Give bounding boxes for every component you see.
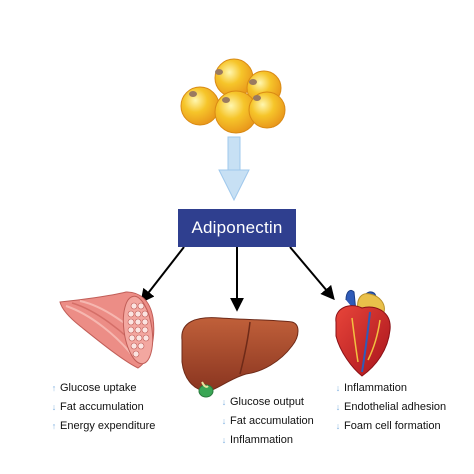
effect-text: Inflammation bbox=[230, 434, 293, 446]
effect-item: ↑ Glucose uptake bbox=[50, 379, 155, 398]
adiponectin-label: Adiponectin bbox=[191, 218, 283, 237]
arrow-up-icon: ↑ bbox=[51, 421, 57, 431]
effect-text: Foam cell formation bbox=[344, 420, 441, 432]
effect-text: Endothelial adhesion bbox=[344, 401, 447, 413]
arrow-down-icon: ↓ bbox=[335, 402, 341, 412]
arrow-down-icon: ↓ bbox=[221, 435, 227, 445]
arrow-down-icon: ↓ bbox=[335, 421, 341, 431]
liver-icon bbox=[181, 317, 299, 398]
effect-item: ↓ Inflammation bbox=[334, 379, 446, 398]
arrow-to-heart bbox=[289, 246, 335, 301]
effect-text: Inflammation bbox=[344, 382, 407, 394]
effect-item: ↓ Fat accumulation bbox=[220, 412, 314, 431]
source-arrow bbox=[218, 136, 250, 202]
liver-effects-list: ↓ Glucose output ↓ Fat accumulation ↓ In… bbox=[220, 393, 314, 450]
effect-text: Fat accumulation bbox=[60, 401, 144, 413]
effect-text: Glucose output bbox=[230, 396, 304, 408]
effect-item: ↓ Endothelial adhesion bbox=[334, 398, 446, 417]
heart-effects-list: ↓ Inflammation ↓ Endothelial adhesion ↓ … bbox=[334, 379, 446, 436]
effect-item: ↓ Foam cell formation bbox=[334, 417, 446, 436]
arrow-down-icon: ↓ bbox=[221, 397, 227, 407]
arrow-up-icon: ↑ bbox=[51, 383, 57, 393]
adiponectin-box: Adiponectin bbox=[178, 209, 296, 247]
arrow-down-icon: ↓ bbox=[221, 416, 227, 426]
effect-item: ↓ Fat accumulation bbox=[50, 398, 155, 417]
effect-text: Glucose uptake bbox=[60, 382, 137, 394]
muscle-effects-list: ↑ Glucose uptake ↓ Fat accumulation ↑ En… bbox=[50, 379, 156, 436]
arrow-to-muscle bbox=[140, 246, 185, 304]
arrow-down-icon: ↓ bbox=[335, 383, 341, 393]
effect-text: Fat accumulation bbox=[230, 415, 314, 427]
muscle-icon bbox=[59, 291, 155, 369]
effect-item: ↓ Glucose output bbox=[220, 393, 314, 412]
heart-icon bbox=[335, 289, 391, 377]
effect-text: Energy expenditure bbox=[60, 420, 156, 432]
fat-cells-icon bbox=[180, 58, 286, 134]
effect-item: ↓ Inflammation bbox=[220, 431, 314, 450]
arrow-down-icon: ↓ bbox=[51, 402, 57, 412]
effect-item: ↑ Energy expenditure bbox=[50, 417, 156, 436]
